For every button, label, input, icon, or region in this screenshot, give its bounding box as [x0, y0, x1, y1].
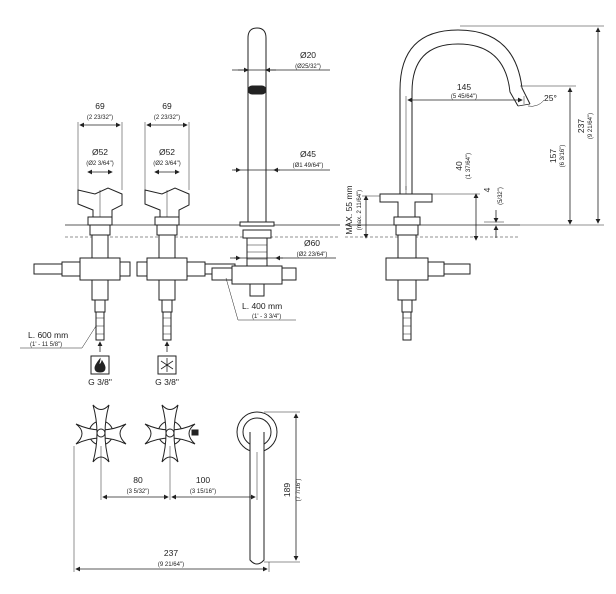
- overall-width-in: (9 21/64"): [158, 562, 184, 568]
- hose-short-in: (1' - 3 3/4"): [252, 314, 281, 320]
- spacing-a-in: (3 5/32"): [127, 489, 150, 495]
- front-view: 69 (2 23/32") 69 (2 23/32") Ø52 (Ø2 3/64…: [20, 27, 340, 387]
- dim-handle-mid-in: (Ø2 3/64"): [153, 161, 180, 167]
- spout-height: 157: [548, 149, 558, 163]
- dim-handle-mid: Ø52: [159, 147, 175, 157]
- dim-hole: Ø60: [304, 238, 320, 248]
- max-thickness-in: (max. 2 11/64"): [357, 190, 363, 230]
- handle-height-in: (1 37/64"): [466, 153, 472, 179]
- dim-handle-left: Ø52: [92, 147, 108, 157]
- max-thickness: MAX. 55 mm: [344, 185, 354, 234]
- cold-handle: [136, 187, 236, 341]
- total-height-in: (9 21/64"): [588, 113, 594, 139]
- spacing-b-in: (3 15/16"): [190, 489, 216, 495]
- thread-cold: G 3/8": [155, 377, 179, 387]
- spout-angle: 25°: [544, 93, 557, 103]
- dim-width-mid-in: (2 23/32"): [154, 115, 180, 121]
- hot-handle-top: [75, 404, 127, 463]
- dim-base-in: (Ø1 49/64"): [293, 163, 324, 169]
- gap: 4: [482, 187, 492, 192]
- side-view: MAX. 55 mm (max. 2 11/64") 145 (5 45/64"…: [344, 25, 604, 341]
- hose-long: L. 600 mm: [28, 330, 68, 340]
- spacing-b: 100: [196, 475, 210, 485]
- handle-height: 40: [454, 161, 464, 171]
- dim-spout-in: (Ø25/32"): [295, 64, 321, 70]
- total-height: 237: [576, 119, 586, 133]
- spout-front: [211, 27, 297, 297]
- spacing-a: 80: [133, 475, 143, 485]
- hose-short: L. 400 mm: [242, 301, 282, 311]
- dim-width-left: 69: [95, 101, 105, 111]
- depth-in: (7 7/16"): [296, 479, 302, 502]
- reach-in: (5 45/64"): [451, 94, 477, 100]
- dim-width-left-in: (2 23/32"): [87, 115, 113, 121]
- top-view: 80 (3 5/32") 100 (3 15/16") 237 (9 21/64…: [73, 404, 302, 572]
- dim-spout: Ø20: [300, 50, 316, 60]
- dim-hole-in: (Ø2 23/64"): [297, 252, 328, 258]
- thread-hot: G 3/8": [88, 377, 112, 387]
- gap-in: (5/32"): [498, 187, 504, 205]
- overall-width: 237: [164, 548, 178, 558]
- spout-top: [236, 411, 278, 565]
- hot-handle: [33, 187, 131, 341]
- reach: 145: [457, 82, 471, 92]
- dim-handle-left-in: (Ø2 3/64"): [86, 161, 113, 167]
- cold-handle-top: [144, 404, 199, 463]
- dim-width-mid: 69: [162, 101, 172, 111]
- hose-long-in: (1' - 11 5/8"): [30, 342, 62, 348]
- spout-height-in: (6 3/16"): [560, 145, 566, 168]
- dim-base: Ø45: [300, 149, 316, 159]
- depth: 189: [282, 483, 292, 497]
